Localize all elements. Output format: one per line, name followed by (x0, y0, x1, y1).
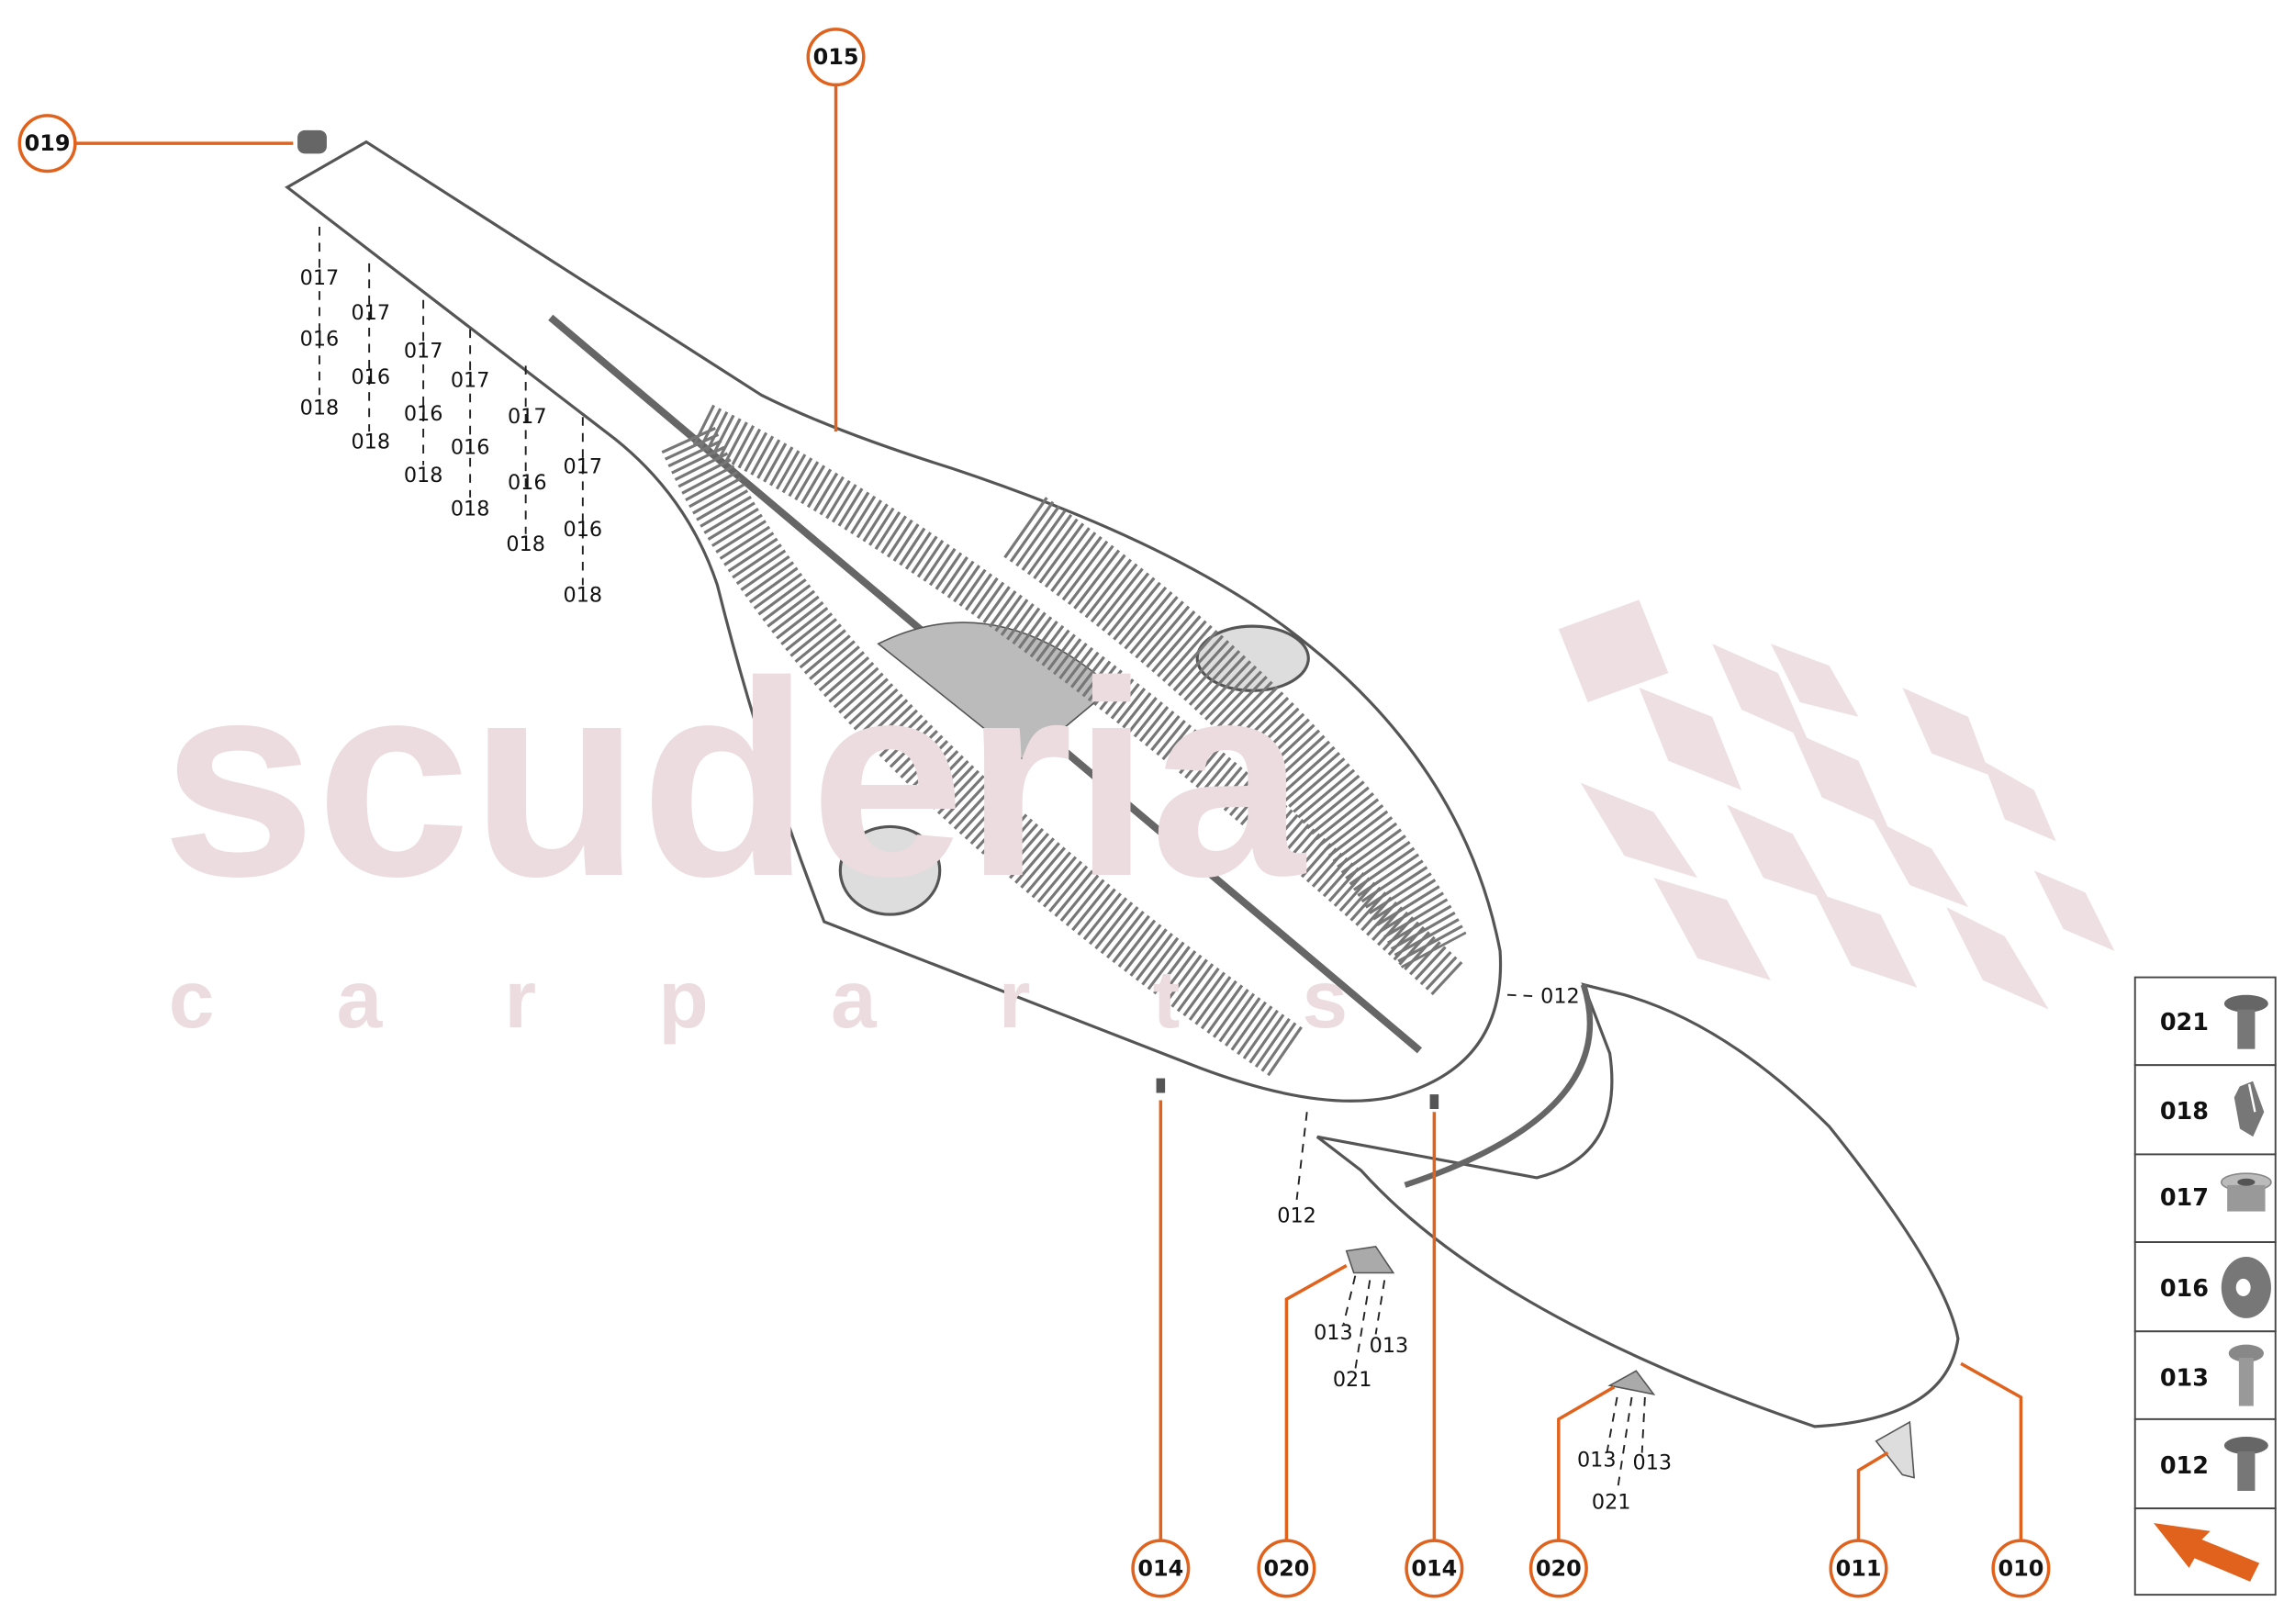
label-017: 017 (451, 368, 490, 392)
label-018: 018 (451, 498, 490, 521)
label-018: 018 (300, 397, 340, 420)
checkered-flag-icon (1558, 599, 2115, 1010)
callout-014[interactable]: 014 (1405, 1539, 1464, 1598)
watermark-logo-text: scuderia (162, 624, 1306, 935)
screw-icon (2228, 1344, 2264, 1406)
label-012: 012 (1277, 1204, 1316, 1227)
callout-label: 010 (1998, 1555, 2043, 1581)
legend-item-016[interactable]: 016 (2133, 1241, 2277, 1333)
label-016: 016 (508, 471, 547, 495)
label-018: 018 (404, 464, 443, 487)
watermark: scuderia c a r p a r t s (162, 624, 1398, 1045)
legend-item-013[interactable]: 013 (2133, 1330, 2277, 1420)
label-016: 016 (300, 328, 340, 352)
watermark-subtitle: c a r p a r t s (169, 953, 1398, 1045)
legend-item-012[interactable]: 012 (2133, 1417, 2277, 1510)
label-016: 016 (564, 518, 603, 542)
legend-item-direction (2133, 1507, 2277, 1596)
legend-label: 017 (2160, 1184, 2209, 1212)
clip-icon (2232, 1078, 2267, 1140)
callout-label: 014 (1411, 1555, 1457, 1581)
callout-020[interactable]: 020 (1257, 1539, 1316, 1598)
label-013: 013 (1370, 1334, 1409, 1358)
label-021: 021 (1592, 1491, 1631, 1515)
legend-item-021[interactable]: 021 (2133, 976, 2277, 1067)
lower-panel-part[interactable] (1315, 982, 1960, 1479)
label-018: 018 (351, 430, 390, 454)
fastener-labels: 017 016 018 017 016 018 017 016 018 017 … (300, 266, 1672, 1515)
label-013: 013 (1314, 1321, 1353, 1345)
label-013: 013 (1633, 1451, 1673, 1475)
label-012: 012 (1540, 984, 1580, 1008)
stud-014-left (1156, 1078, 1166, 1093)
legend-label: 012 (2160, 1452, 2209, 1480)
callout-label: 020 (1536, 1555, 1582, 1581)
label-017: 017 (564, 454, 603, 478)
fastener-dashed-lines (319, 227, 1646, 1493)
callout-label: 015 (813, 44, 859, 70)
legend-label: 018 (2160, 1098, 2209, 1126)
upper-panel-part[interactable] (285, 129, 1503, 1110)
flange-nut-icon (2220, 1172, 2272, 1212)
washer-icon (2221, 1256, 2271, 1318)
inner-edge (1404, 983, 1594, 1188)
label-017: 017 (404, 339, 443, 363)
legend-item-017[interactable]: 017 (2133, 1153, 2277, 1244)
bracket-020-right (1607, 1370, 1656, 1395)
direction-arrow-icon (2148, 1519, 2263, 1585)
perforation-pattern (661, 404, 1467, 1078)
label-021: 021 (1333, 1368, 1372, 1392)
grommet-019 (297, 129, 327, 154)
callout-015[interactable]: 015 (806, 28, 866, 87)
callout-label: 014 (1137, 1555, 1183, 1581)
callout-014[interactable]: 014 (1131, 1539, 1191, 1598)
callout-label: 020 (1263, 1555, 1309, 1581)
label-017: 017 (300, 266, 340, 290)
bracket-020-left (1345, 1245, 1395, 1274)
callout-label: 019 (25, 130, 71, 156)
fastener-legend: 021 018 017 016 013 012 (2133, 976, 2277, 1596)
legend-label: 021 (2160, 1009, 2209, 1036)
label-018: 018 (506, 532, 545, 556)
label-018: 018 (564, 584, 603, 608)
lower-mount-hole (838, 824, 942, 916)
stud-014-right (1429, 1094, 1439, 1110)
clip-011 (1875, 1420, 1915, 1479)
label-016: 016 (351, 365, 390, 389)
flange-screw-icon (2223, 1437, 2268, 1491)
flange-screw-icon (2223, 994, 2268, 1049)
label-013: 013 (1577, 1449, 1617, 1473)
callout-label: 011 (1836, 1555, 1882, 1581)
callout-011[interactable]: 011 (1829, 1539, 1888, 1598)
label-017: 017 (508, 405, 547, 429)
legend-label: 016 (2160, 1275, 2209, 1303)
label-017: 017 (351, 301, 390, 325)
callout-020[interactable]: 020 (1528, 1539, 1588, 1598)
legend-item-018[interactable]: 018 (2133, 1064, 2277, 1156)
callout-010[interactable]: 010 (1991, 1539, 2051, 1598)
label-016: 016 (404, 402, 443, 426)
label-016: 016 (451, 436, 490, 460)
legend-label: 013 (2160, 1364, 2209, 1392)
callout-019[interactable]: 019 (17, 114, 77, 174)
leader-lines (74, 84, 2023, 1541)
